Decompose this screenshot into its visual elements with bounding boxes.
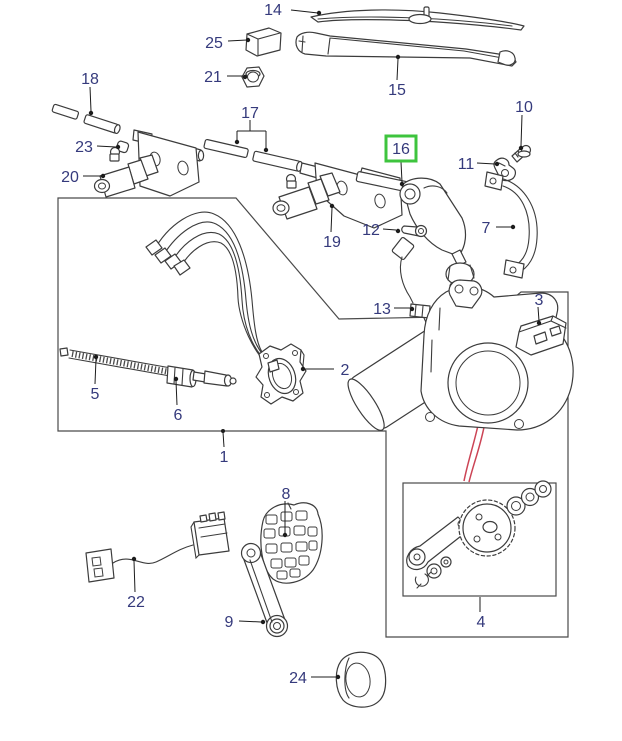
drive-cables-drawing: [145, 211, 278, 373]
part-label-13[interactable]: 13: [373, 301, 391, 318]
wheelbox-19-drawing: [272, 162, 403, 229]
part-label-5[interactable]: 5: [91, 386, 100, 403]
part-label-18[interactable]: 18: [81, 71, 99, 88]
mounting-strap-drawing: [484, 171, 538, 279]
part-label-2[interactable]: 2: [341, 362, 350, 379]
washer-tube-17-drawing: [203, 138, 303, 172]
part-label-14[interactable]: 14: [264, 2, 282, 19]
drive-rack-drawing: [59, 347, 172, 377]
washer-tube-18-drawing: [51, 103, 121, 135]
part-label-10[interactable]: 10: [515, 99, 533, 116]
highlight-box-part-16: [384, 134, 418, 163]
part-label-15[interactable]: 15: [388, 82, 406, 99]
part-label-25[interactable]: 25: [205, 35, 223, 52]
gear-detail-box: [402, 482, 557, 597]
arm-cap-drawing: [245, 27, 282, 57]
part-label-11[interactable]: 11: [458, 156, 475, 173]
rack-ferrule-drawing: [166, 365, 237, 388]
mounting-plate-drawing: [255, 343, 307, 405]
flow-arrow: [463, 420, 486, 483]
part-label-24[interactable]: 24: [289, 670, 307, 687]
mounting-pad-drawing: [515, 315, 567, 356]
wheelbox-20-drawing: [93, 129, 205, 198]
wiper-blade-drawing: [310, 6, 525, 31]
part-label-3[interactable]: 3: [535, 292, 544, 309]
part-label-23[interactable]: 23: [75, 139, 93, 156]
part-label-9[interactable]: 9: [225, 614, 234, 631]
part-label-12[interactable]: 12: [362, 222, 380, 239]
part-label-4[interactable]: 4: [477, 614, 486, 631]
part-label-1[interactable]: 1: [220, 449, 229, 466]
part-label-19[interactable]: 19: [323, 234, 341, 251]
leader-lines: [83, 9, 542, 680]
jumper-harness-drawing: [85, 511, 230, 583]
part-label-20[interactable]: 20: [61, 169, 79, 186]
part-label-6[interactable]: 6: [174, 407, 183, 424]
part-label-8[interactable]: 8: [282, 486, 291, 503]
link-arm-drawing: [240, 542, 289, 638]
part-labels: 1 2 3 4 5 6 7 8 9 10 11 12 13 14 15 16 1…: [61, 2, 543, 687]
wiper-arm-drawing: [295, 31, 517, 67]
part-label-16[interactable]: 16: [392, 141, 410, 158]
spindle-nut-drawing: [241, 66, 265, 88]
part-label-17[interactable]: 17: [241, 105, 259, 122]
assembly-enclosure-outline: [57, 197, 569, 638]
part-label-7[interactable]: 7: [482, 220, 491, 237]
part-label-22[interactable]: 22: [127, 594, 145, 611]
grommet-drawing: [335, 651, 387, 708]
part-label-21[interactable]: 21: [204, 69, 222, 86]
gear-and-crank-drawing: [406, 480, 552, 589]
mesh-pad-drawing: [260, 502, 323, 584]
screw-10-drawing: [511, 144, 532, 163]
park-switch-lever-drawing: [391, 224, 428, 304]
